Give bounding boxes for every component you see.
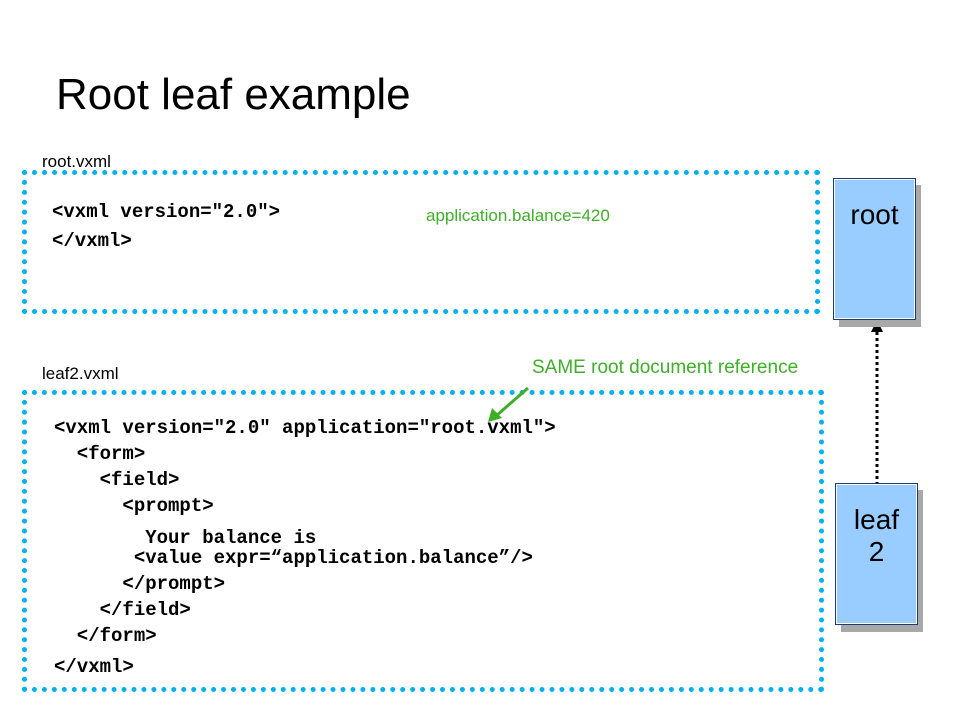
leaf-node-label-line1: leaf xyxy=(853,504,900,535)
leaf-code-line-2: <form> xyxy=(54,443,146,465)
root-code-line-2: </vxml> xyxy=(52,230,132,252)
leaf-file-box xyxy=(22,390,824,692)
leaf-code-line-5: Your balance is xyxy=(54,527,317,549)
leaf-to-root-arrow-icon xyxy=(871,320,883,484)
slide-title: Root leaf example xyxy=(56,70,411,119)
balance-annotation: application.balance=420 xyxy=(426,206,610,225)
leaf-code-line-7: </prompt> xyxy=(54,573,226,595)
leaf-code-line-1: <vxml version="2.0" application="root.vx… xyxy=(54,417,556,439)
leaf-code-line-10: </vxml> xyxy=(54,656,134,678)
root-node: root xyxy=(833,178,916,320)
leaf-node-label-line2: 2 xyxy=(868,536,885,567)
callout-arrow-icon xyxy=(488,386,529,422)
leaf-node: leaf 2 xyxy=(835,483,918,625)
root-file-box xyxy=(22,170,820,314)
leaf-code-line-9: </form> xyxy=(54,625,157,647)
leaf-code-line-6: <value expr=“application.balance”/> xyxy=(54,547,533,569)
leaf-code-line-4: <prompt> xyxy=(54,495,214,517)
root-node-label: root xyxy=(850,199,899,230)
same-root-callout: SAME root document reference xyxy=(532,357,799,378)
root-code-line-1: <vxml version="2.0"> xyxy=(52,201,281,223)
leaf-code-line-8: </field> xyxy=(54,599,191,621)
leaf-file-name: leaf2.vxml xyxy=(42,364,119,383)
leaf-code-line-3: <field> xyxy=(54,469,180,491)
root-file-name: root.vxml xyxy=(42,152,111,171)
